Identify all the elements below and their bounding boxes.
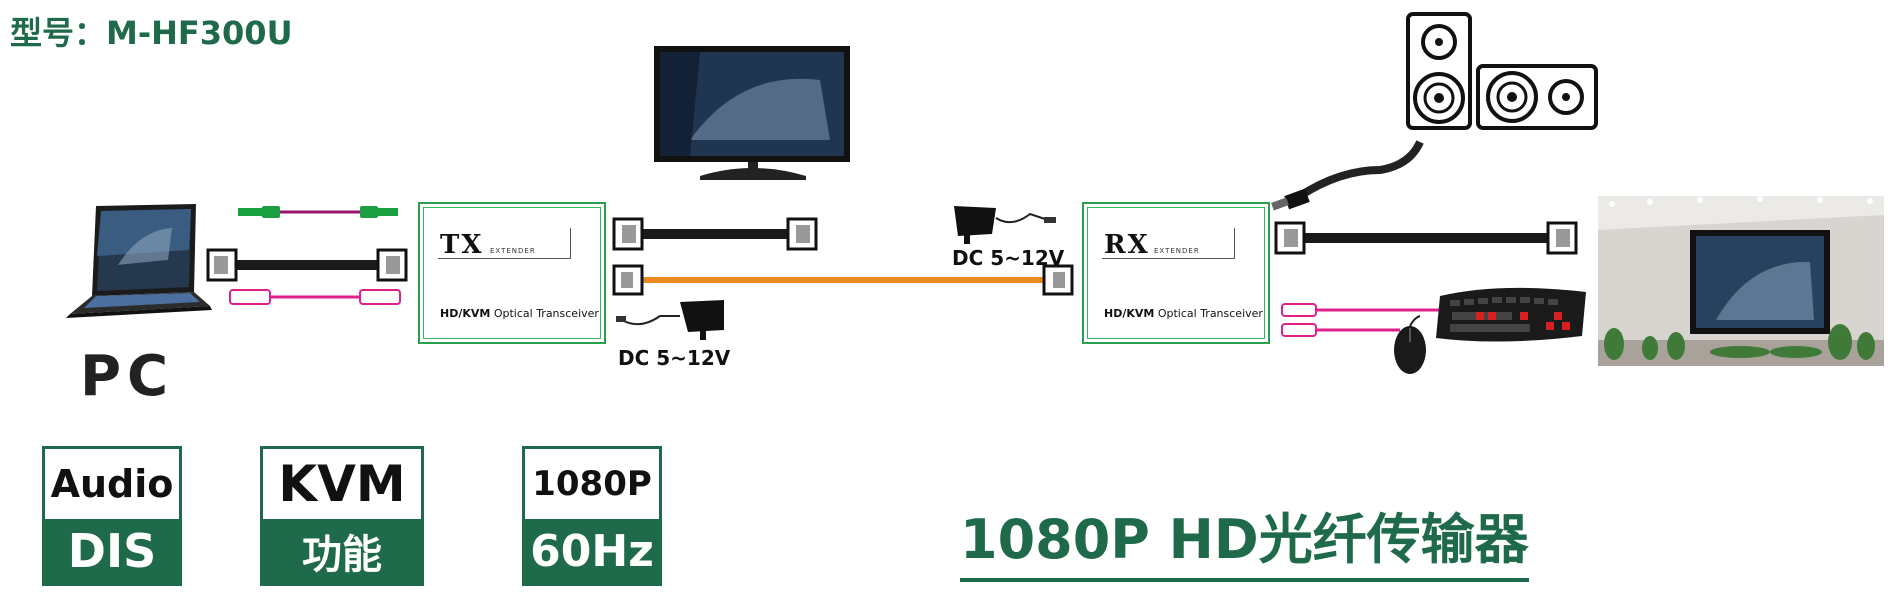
pc-label: PC (80, 344, 174, 409)
speaker-cable-icon (1271, 142, 1420, 210)
speaker-icon (1408, 14, 1470, 128)
laptop-icon (66, 204, 212, 318)
badge-audio-bottom: DIS (45, 519, 179, 583)
tx-logo: TX (440, 230, 484, 260)
rx-extender-label: EXTENDER (1154, 247, 1200, 255)
usb-cable-icon (230, 290, 400, 304)
audio-cable-icon (238, 206, 398, 218)
badge-kvm-top: KVM (263, 449, 421, 519)
feature-badge-kvm: KVM 功能 (260, 446, 424, 586)
badge-resolution-top: 1080P (525, 449, 659, 519)
feature-badge-audio: Audio DIS (42, 446, 182, 586)
hdmi-display-cable-icon (1276, 223, 1576, 253)
rx-subtitle: HD/KVM Optical Transceiver (1104, 307, 1263, 320)
tx-subtitle-bold: HD/KVM (440, 307, 490, 320)
hdmi-output-cable-icon (614, 219, 816, 249)
tx-subtitle-rest: Optical Transceiver (494, 307, 599, 320)
rx-logo: RX (1104, 230, 1150, 260)
speaker-second-icon (1478, 66, 1596, 128)
keyboard-icon (1436, 288, 1586, 342)
fiber-cable-icon (614, 266, 1072, 294)
rx-subtitle-rest: Optical Transceiver (1158, 307, 1263, 320)
badge-resolution-bottom: 60Hz (525, 519, 659, 583)
tx-subtitle: HD/KVM Optical Transceiver (440, 307, 599, 320)
badge-kvm-bottom: 功能 (263, 519, 421, 583)
tx-transceiver: TX EXTENDER HD/KVM Optical Transceiver (418, 202, 606, 344)
tx-extender-label: EXTENDER (490, 247, 536, 255)
power-adapter-left-icon (616, 300, 724, 340)
product-title: 1080P HD光纤传输器 (960, 495, 1529, 582)
rx-transceiver: RX EXTENDER HD/KVM Optical Transceiver (1082, 202, 1270, 344)
mouse-icon (1394, 316, 1426, 374)
badge-audio-top: Audio (45, 449, 179, 519)
dc-voltage-label-left: DC 5~12V (618, 346, 730, 370)
power-adapter-right-icon (954, 206, 1056, 244)
monitor-icon (654, 46, 850, 180)
dc-voltage-label-right: DC 5~12V (952, 246, 1064, 270)
feature-badge-resolution: 1080P 60Hz (522, 446, 662, 586)
video-wall-room-image (1598, 196, 1884, 366)
hdmi-cable-icon (208, 250, 406, 280)
rx-subtitle-bold: HD/KVM (1104, 307, 1154, 320)
